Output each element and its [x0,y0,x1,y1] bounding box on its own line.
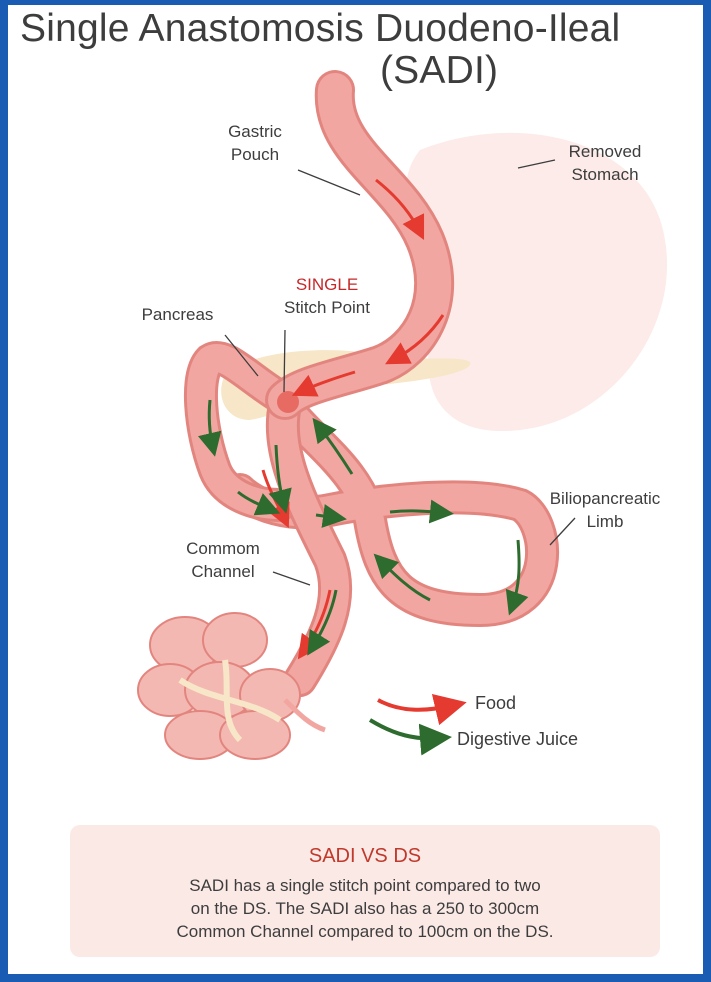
comparison-line-1: SADI has a single stitch point compared … [70,874,660,897]
label-removed-stomach: Removed Stomach [555,140,655,186]
common-channel-line1: Commom [168,537,278,560]
label-biliopancreatic-limb: Biliopancreatic Limb [530,487,680,533]
label-gastric-pouch: Gastric Pouch [210,120,300,166]
biliopancreatic-line1: Biliopancreatic [530,487,680,510]
biliopancreatic-line2: Limb [530,510,680,533]
comparison-line-3: Common Channel compared to 100cm on the … [70,920,660,943]
small-intestine [138,613,300,759]
label-common-channel: Commom Channel [168,537,278,583]
gastric-pouch-line1: Gastric [210,120,300,143]
comparison-line-2: on the DS. The SADI also has a 250 to 30… [70,897,660,920]
legend-food-arrow [378,700,455,710]
label-pancreas: Pancreas [120,303,235,326]
stitch-point-marker [277,391,299,413]
gastric-pouch-line2: Pouch [210,143,300,166]
comparison-text: SADI has a single stitch point compared … [70,874,660,943]
single-label: SINGLE [262,273,392,296]
legend-food: Food [475,693,516,714]
label-stitch-point: SINGLE Stitch Point [262,273,392,319]
comparison-title: SADI VS DS [70,845,660,868]
removed-stomach-line1: Removed [555,140,655,163]
comparison-box: SADI VS DS SADI has a single stitch poin… [70,825,660,957]
legend-digestive-juice: Digestive Juice [457,729,578,750]
pancreas-label: Pancreas [120,303,235,326]
common-channel-line2: Channel [168,560,278,583]
legend-juice-arrow [370,720,440,738]
removed-stomach-line2: Stomach [555,163,655,186]
stitch-point-label: Stitch Point [262,296,392,319]
